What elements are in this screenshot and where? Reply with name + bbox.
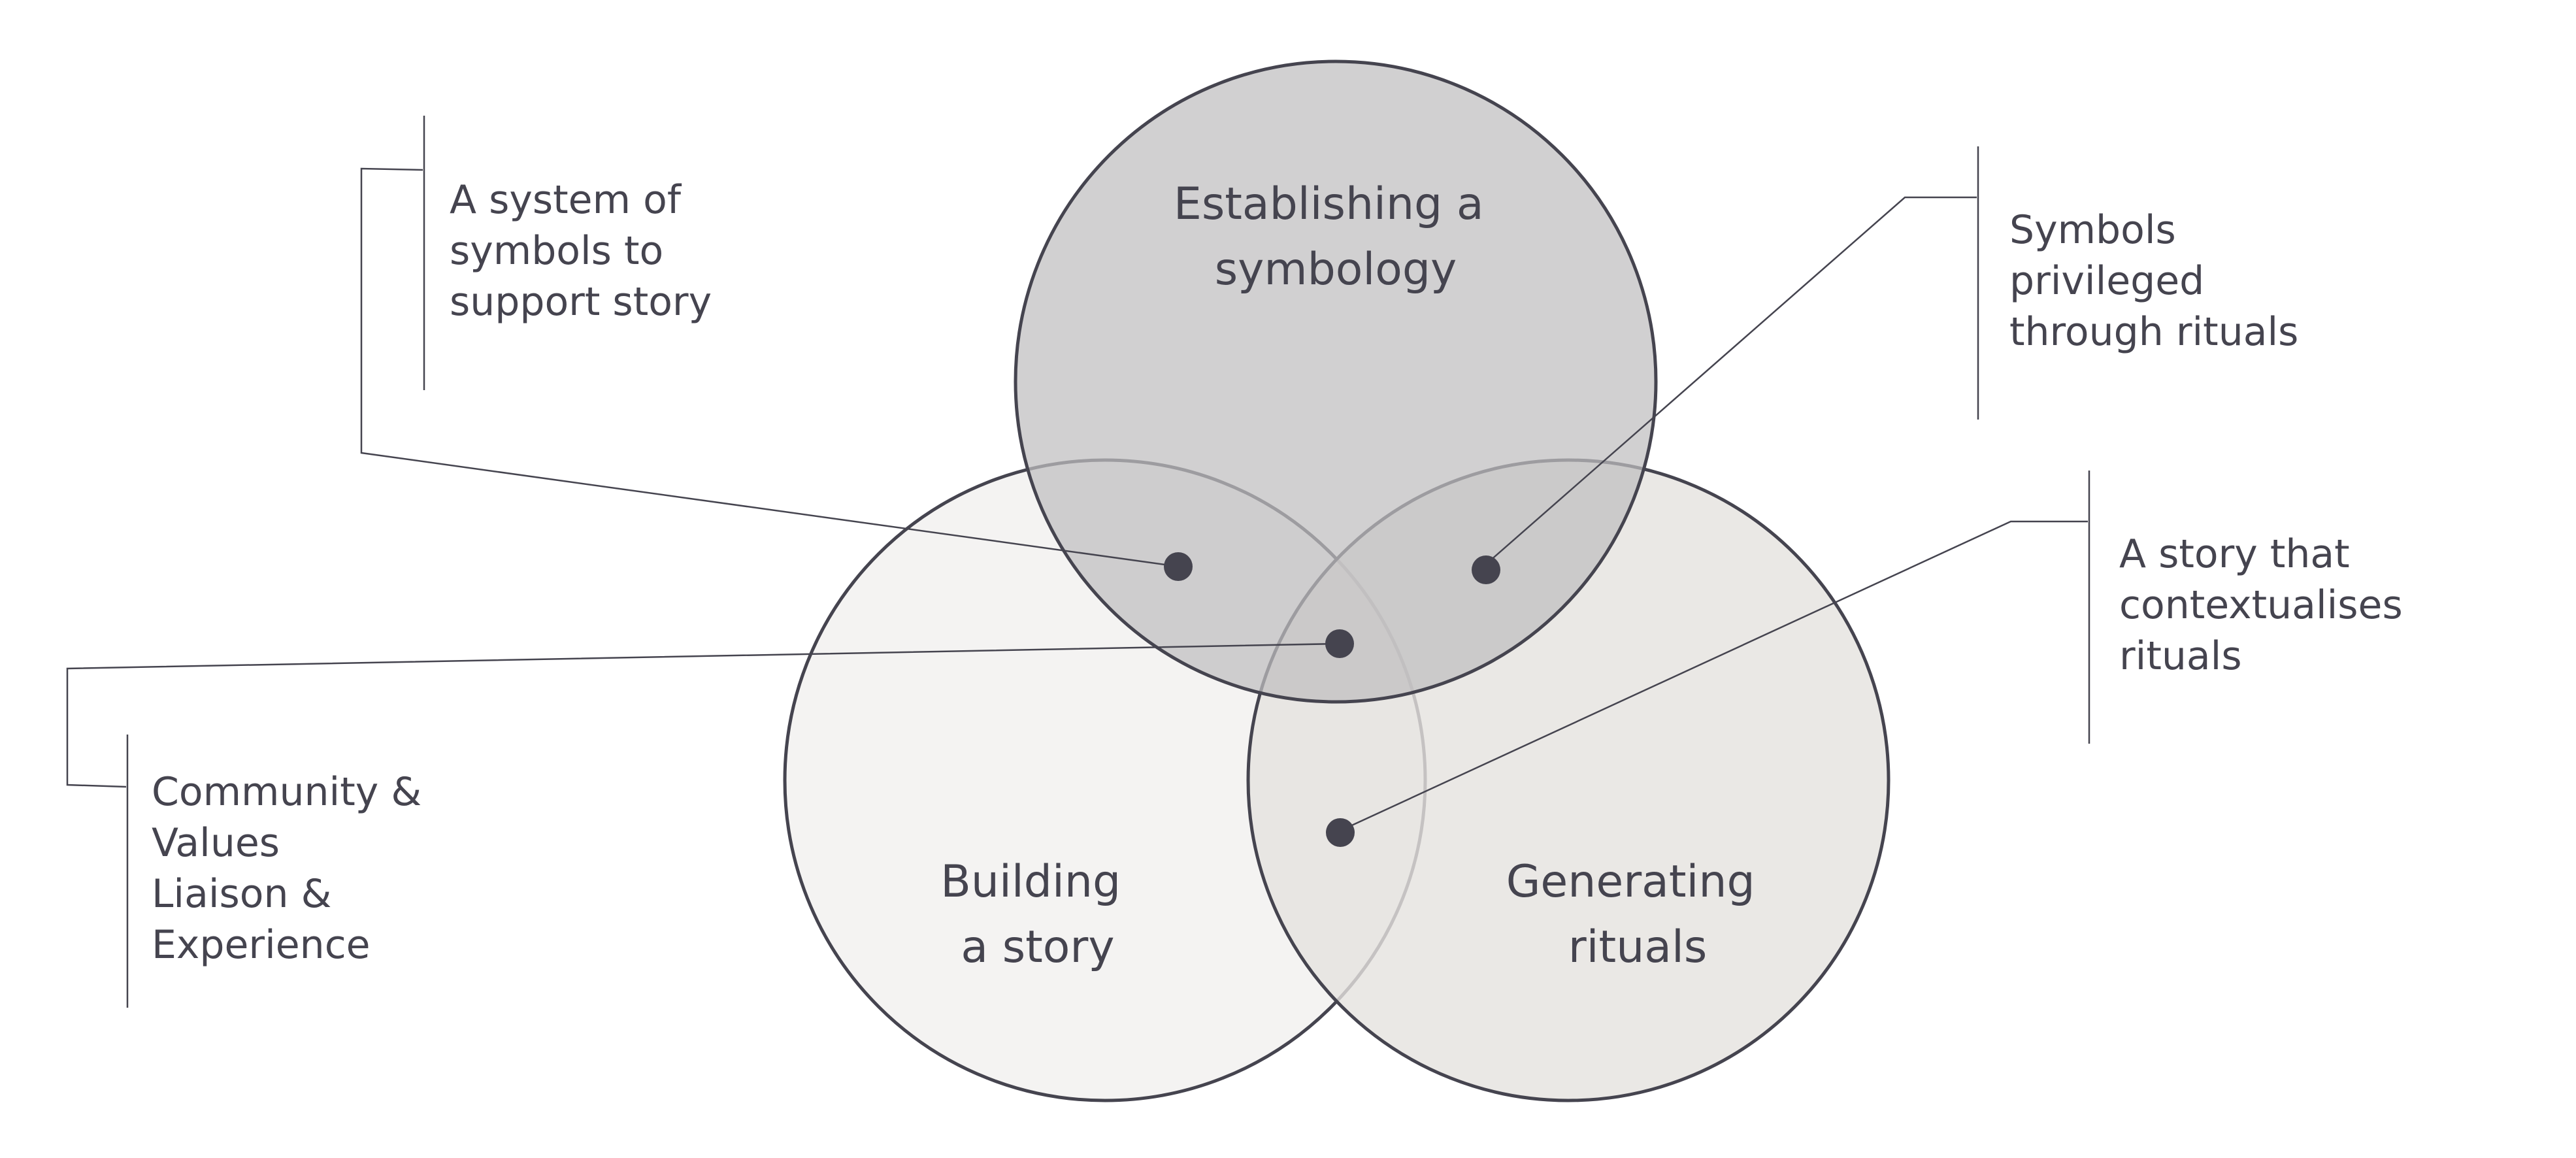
callout-symbols-rituals: Symbols privileged through rituals	[2009, 207, 2298, 355]
leader-line-center	[66, 642, 1340, 788]
dot-symbols-story	[1164, 552, 1193, 581]
dot-center	[1325, 629, 1354, 658]
dot-symbols-rituals	[1472, 555, 1500, 584]
leader-line-symbols-rituals	[1483, 196, 1977, 567]
dot-story-rituals	[1326, 818, 1355, 847]
leader-line-symbols-story	[360, 167, 1175, 567]
circle-label-top: Establishing a symbology	[1174, 178, 1498, 295]
circle-establishing-a-symbology	[1014, 59, 1658, 704]
callout-story-rituals: A story that contextualises rituals	[2119, 531, 2415, 679]
callout-symbols-story: A system of symbols to support story	[450, 177, 712, 325]
circle-label-left: Building a story	[940, 856, 1134, 973]
leader-line-story-rituals	[1338, 520, 2088, 833]
circle-label-right: Generating rituals	[1506, 856, 1770, 973]
callout-center: Community & Values Liaison & Experience	[152, 769, 434, 968]
